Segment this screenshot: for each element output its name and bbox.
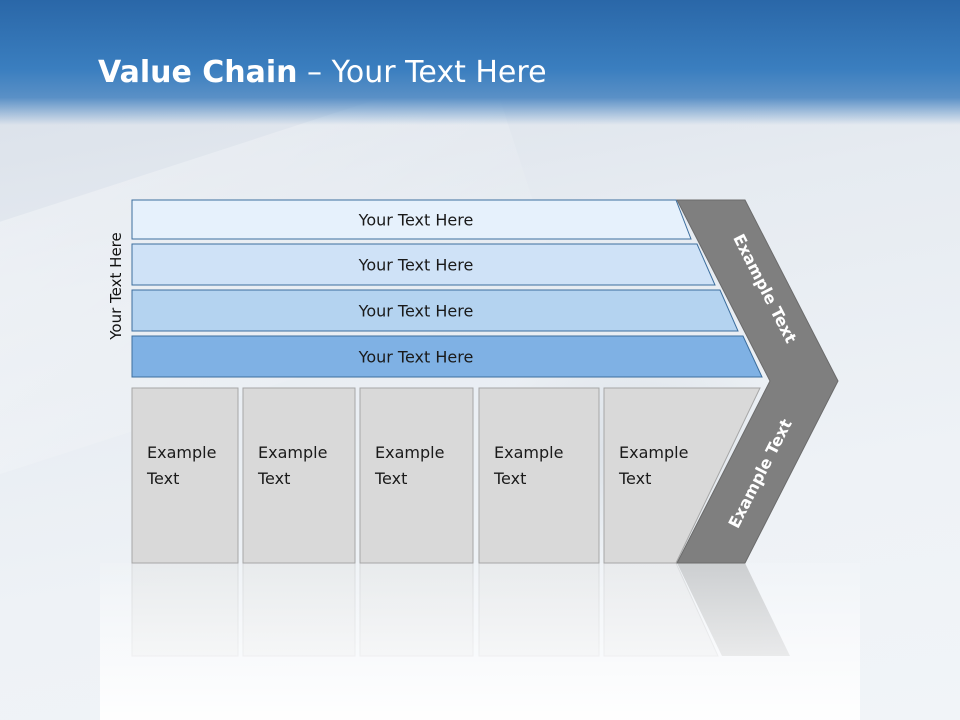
value-row-label: Your Text Here <box>358 256 474 275</box>
margin-chevron <box>676 199 839 564</box>
activity-box-label-line1: Example <box>258 443 327 462</box>
value-row-label: Your Text Here <box>358 348 474 367</box>
value-row <box>131 289 739 332</box>
activity-box-label-line2: Text <box>493 469 526 488</box>
value-row <box>131 199 692 240</box>
value-row-label: Your Text Here <box>358 302 474 321</box>
activity-box <box>603 387 761 564</box>
activity-box-label-line1: Example <box>375 443 444 462</box>
reflection-fade <box>100 563 860 720</box>
value-row-label: Your Text Here <box>358 211 474 230</box>
activity-box-label-line1: Example <box>147 443 216 462</box>
activity-box <box>242 387 356 564</box>
activity-box <box>131 387 239 564</box>
header-band <box>0 0 960 125</box>
activity-box-label-line2: Text <box>146 469 179 488</box>
activity-box-label-line2: Text <box>257 469 290 488</box>
slide-title: Value Chain – Your Text Here <box>98 55 547 90</box>
slide-title-bold: Value Chain <box>98 55 298 90</box>
value-row <box>131 243 716 286</box>
activity-box-label-line1: Example <box>494 443 563 462</box>
value-row <box>131 335 763 378</box>
activity-box-label-line1: Example <box>619 443 688 462</box>
slide-title-rest: – Your Text Here <box>297 55 547 90</box>
activity-box <box>478 387 600 564</box>
activity-box <box>359 387 474 564</box>
activity-box-label-line2: Text <box>374 469 407 488</box>
activity-box-label-line2: Text <box>618 469 651 488</box>
